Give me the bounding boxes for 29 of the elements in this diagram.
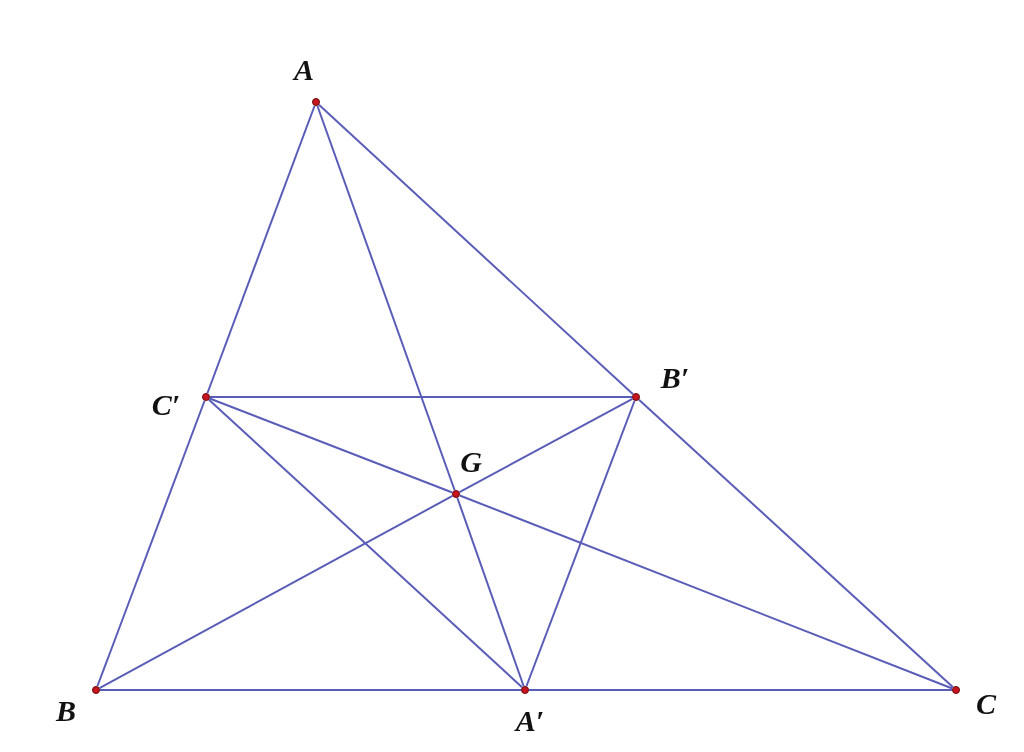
point-label: B bbox=[56, 696, 76, 726]
point-label: B′ bbox=[660, 363, 690, 393]
point bbox=[92, 686, 100, 694]
line-segment bbox=[96, 399, 206, 688]
point bbox=[521, 686, 529, 694]
point-label: C bbox=[976, 689, 996, 719]
line-segment bbox=[528, 689, 953, 691]
line-segment bbox=[206, 104, 316, 395]
point bbox=[202, 393, 210, 401]
point-label: G bbox=[460, 447, 482, 477]
point bbox=[312, 98, 320, 106]
point-label: A′ bbox=[515, 706, 545, 736]
line-segment bbox=[458, 397, 634, 494]
line-segment bbox=[98, 494, 454, 690]
point bbox=[632, 393, 640, 401]
line-segment bbox=[209, 396, 633, 398]
line-segment bbox=[208, 397, 454, 494]
point-label: A bbox=[294, 55, 314, 85]
point-label: C′ bbox=[151, 390, 181, 420]
line-segment bbox=[317, 103, 635, 396]
line-segment bbox=[207, 398, 524, 689]
point bbox=[452, 490, 460, 498]
line-segment bbox=[99, 689, 522, 691]
line-segment bbox=[525, 399, 636, 688]
line-segment bbox=[456, 496, 525, 688]
line-segment bbox=[458, 494, 954, 690]
line-segment bbox=[637, 398, 955, 689]
line-segment bbox=[316, 104, 456, 492]
point bbox=[952, 686, 960, 694]
